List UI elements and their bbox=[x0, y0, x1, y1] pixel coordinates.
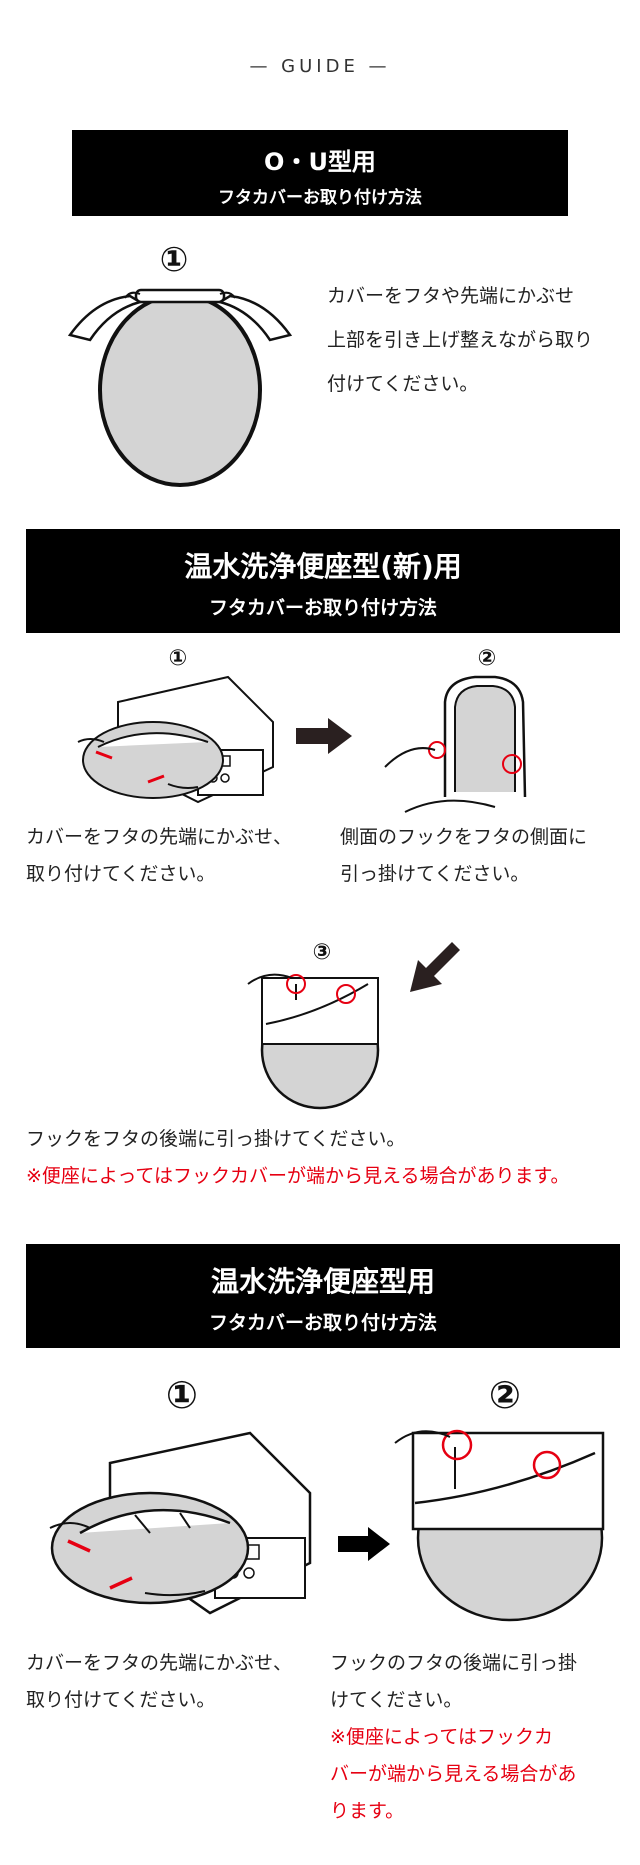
note-text: ※便座によってはフックカバーが端から見える場合があります。 bbox=[26, 1165, 570, 1187]
text-line: 引っ掛けてください。 bbox=[340, 863, 530, 885]
seat-cover-illustration-step3 bbox=[247, 973, 380, 1110]
step-text: カバーをフタの先端にかぶせ、 取り付けてください。 bbox=[26, 819, 326, 893]
text-line: 付けてください。 bbox=[327, 373, 479, 395]
step-text: フックのフタの後端に引っ掛 けてください。 ※便座によってはフックカ バーが端か… bbox=[330, 1645, 630, 1830]
step-number: ① bbox=[159, 240, 189, 280]
section-subtitle: フタカバーお取り付け方法 bbox=[208, 1312, 437, 1334]
text-line: フックのフタの後端に引っ掛 bbox=[330, 1652, 578, 1674]
step-text: 側面のフックをフタの側面に 引っ掛けてください。 bbox=[340, 819, 640, 893]
arrow-down-left-icon bbox=[410, 942, 460, 992]
arrow-right-icon bbox=[296, 718, 352, 754]
seat-cover-illustration-step1-large bbox=[49, 1431, 312, 1615]
section-banner-new: 温水洗浄便座型(新)用 フタカバーお取り付け方法 bbox=[26, 529, 620, 633]
step-number: ③ bbox=[312, 940, 332, 965]
text-line: 上部を引き上げ整えながら取り bbox=[327, 329, 594, 351]
step-text: カバーをフタの先端にかぶせ、 取り付けてください。 bbox=[26, 1645, 326, 1719]
arrow-right-icon bbox=[338, 1527, 390, 1561]
section-title: 温水洗浄便座型(新)用 bbox=[184, 550, 462, 583]
section-subtitle: フタカバーお取り付け方法 bbox=[208, 597, 437, 619]
text-line: 側面のフックをフタの側面に bbox=[340, 826, 588, 848]
section-title: O・U型用 bbox=[264, 148, 376, 176]
step-text: フックをフタの後端に引っ掛けてください。 ※便座によってはフックカバーが端から見… bbox=[26, 1121, 626, 1195]
section-banner-ou: O・U型用 フタカバーお取り付け方法 bbox=[72, 130, 568, 216]
step-number: ② bbox=[488, 1373, 522, 1417]
seat-cover-illustration-step2-large bbox=[394, 1429, 605, 1622]
guide-label: — GUIDE — bbox=[249, 56, 391, 77]
seat-cover-illustration-step2 bbox=[384, 675, 527, 813]
note-text: バーが端から見える場合があ bbox=[330, 1763, 577, 1785]
text-line: カバーをフタの先端にかぶせ、 bbox=[26, 826, 293, 848]
step-number: ① bbox=[165, 1373, 199, 1417]
section-banner-standard: 温水洗浄便座型用 フタカバーお取り付け方法 bbox=[26, 1244, 620, 1348]
step-number: ② bbox=[477, 646, 497, 671]
text-line: カバーをフタの先端にかぶせ、 bbox=[26, 1652, 293, 1674]
seat-cover-illustration-step1 bbox=[77, 675, 274, 804]
text-line: カバーをフタや先端にかぶせ bbox=[327, 285, 575, 307]
lid-cover-illustration-ou bbox=[67, 288, 293, 487]
text-line: フックをフタの後端に引っ掛けてください。 bbox=[26, 1128, 406, 1150]
step-text: カバーをフタや先端にかぶせ 上部を引き上げ整えながら取り 付けてください。 bbox=[327, 278, 627, 403]
step-number: ① bbox=[168, 646, 188, 671]
text-line: けてください。 bbox=[330, 1689, 463, 1711]
text-line: 取り付けてください。 bbox=[26, 863, 216, 885]
section-title: 温水洗浄便座型用 bbox=[210, 1265, 435, 1298]
note-text: ※便座によってはフックカ bbox=[330, 1726, 554, 1748]
text-line: 取り付けてください。 bbox=[26, 1689, 216, 1711]
note-text: ります。 bbox=[330, 1800, 405, 1822]
section-subtitle: フタカバーお取り付け方法 bbox=[218, 188, 422, 208]
